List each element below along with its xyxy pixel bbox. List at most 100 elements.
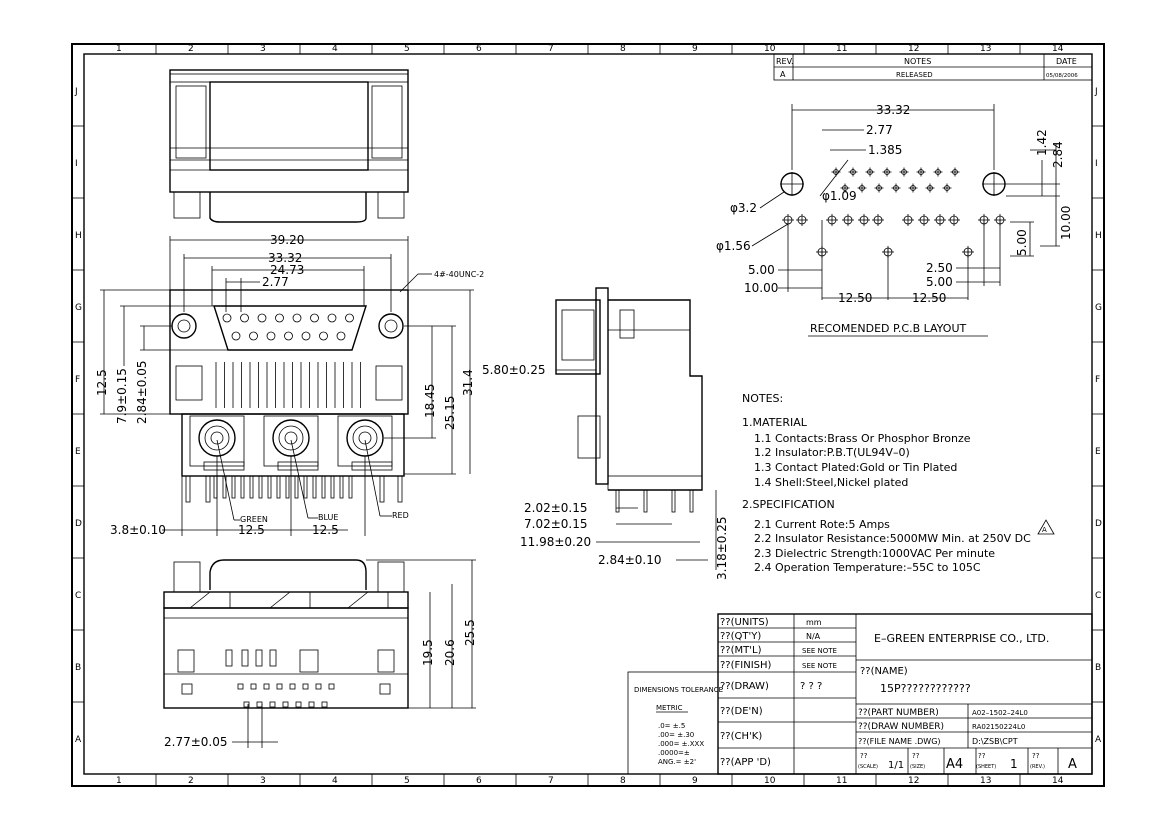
grid-row-label: E — [1095, 447, 1101, 457]
rev-label: (REV.) — [1030, 764, 1045, 770]
dsub-pin — [222, 313, 232, 323]
grid-row-label: A — [1095, 735, 1102, 745]
grid-row-label: B — [75, 663, 81, 673]
company-name: E–GREEN ENTERPRISE CO., LTD. — [874, 632, 1049, 645]
grid-col-label: 13 — [980, 776, 991, 786]
outer-border — [71, 43, 1105, 787]
pcb-leg — [249, 475, 254, 499]
dsub-pin — [327, 313, 337, 323]
spec-3: 2.3 Dielectric Strength:1000VAC Per minu… — [754, 547, 995, 560]
dim-12-5: 12.5 — [95, 369, 109, 396]
rear-pin-dot — [308, 701, 315, 708]
grid-row-label: D — [75, 519, 82, 529]
rear-pin-dot — [295, 701, 302, 708]
dsub-pin — [240, 313, 249, 323]
grid-row-label: C — [75, 591, 81, 601]
rev-value: A — [780, 70, 786, 79]
pcb-dim-2-84: 2.84 — [1051, 141, 1065, 168]
pcb-dim-5-00-c: 5.00 — [1015, 229, 1029, 256]
grid-col-label: 12 — [908, 44, 919, 54]
dim-12-5-a: 12.5 — [238, 523, 265, 537]
size-label: (SIZE) — [910, 764, 925, 770]
dsub-pin — [301, 331, 311, 341]
grid-col-label: 1 — [116, 44, 122, 54]
spec-2: 2.2 Insulator Resistance:5000MW Min. at … — [754, 532, 1031, 545]
revision-triangle-icon — [1037, 519, 1055, 535]
grid-row-label: G — [75, 303, 82, 313]
mtl-value: SEE NOTE — [802, 647, 837, 655]
grid-col-label: 9 — [692, 776, 698, 786]
mount-leg — [397, 475, 403, 503]
rear-contact — [225, 649, 233, 667]
grid-row-label: G — [1095, 303, 1102, 313]
scale-label: (SCALE) — [858, 764, 878, 770]
dim-2-77: 2.77 — [262, 275, 289, 289]
pcb-leg — [276, 475, 281, 499]
grid-row-label: C — [1095, 591, 1101, 601]
grid-row-label: A — [75, 735, 82, 745]
grid-col-label: 6 — [476, 44, 482, 54]
pcb-leg — [240, 475, 245, 499]
rear-pins — [225, 649, 335, 708]
tolerance-title: DIMENSIONS TOLERANCE — [634, 686, 723, 694]
rear-contact — [255, 649, 263, 667]
dim-20-6: 20.6 — [443, 639, 457, 666]
part-number-value: A02–1502–24L0 — [972, 709, 1028, 717]
dim-2-77-rear: 2.77±0.05 — [164, 735, 228, 749]
side-view — [555, 287, 703, 513]
pcb-dim-33-32: 33.32 — [876, 103, 910, 117]
grid-col-label: 13 — [980, 44, 991, 54]
grid-row-label: F — [1095, 375, 1100, 385]
spec-heading: 2.SPECIFICATION — [742, 498, 835, 511]
grid-col-label: 8 — [620, 776, 626, 786]
pcb-dim-2-50: 2.50 — [926, 261, 953, 275]
grid-col-label: 9 — [692, 44, 698, 54]
pcb-leg — [231, 475, 236, 499]
dsub-pin — [284, 331, 293, 341]
mtl-label: ??(MT'L) — [720, 645, 762, 656]
dim-24-73: 24.73 — [270, 263, 304, 277]
pcb-leg — [330, 475, 335, 499]
den-label: ??(DE'N) — [720, 706, 763, 717]
material-1: 1.1 Contacts:Brass Or Phosphor Bronze — [754, 432, 971, 445]
pcb-dim-10-00-a: 10.00 — [744, 281, 778, 295]
dsub-pin — [310, 313, 319, 323]
grid-col-label: 4 — [332, 44, 338, 54]
side-leg — [671, 489, 676, 513]
pcb-leg — [312, 475, 317, 499]
dim-7-02: 7.02±0.15 — [524, 517, 588, 531]
dsub-pin — [319, 331, 328, 341]
spec-1: 2.1 Current Rote:5 Amps — [754, 518, 890, 531]
dsub-pin — [231, 331, 241, 341]
pcb-leg — [321, 475, 326, 499]
label-red: RED — [392, 511, 409, 520]
pcb-phi-1-09: φ1.09 — [822, 189, 857, 203]
grid-row-label: B — [1095, 663, 1101, 673]
grid-col-label: 7 — [548, 776, 554, 786]
pcb-leg — [267, 475, 272, 499]
front-view — [169, 289, 409, 503]
tolerance-1: .0= ±.5 — [658, 722, 685, 730]
material-3: 1.3 Contact Plated:Gold or Tin Plated — [754, 461, 957, 474]
dim-12-5-b: 12.5 — [312, 523, 339, 537]
rear-pin-dot — [282, 701, 289, 708]
pcb-leg — [285, 475, 290, 499]
grid-row-label: J — [74, 87, 78, 97]
tolerance-5: ANG.= ±2' — [658, 758, 696, 766]
dsub-pin — [345, 313, 354, 323]
app-label: ??(APP 'D) — [720, 757, 771, 768]
grid-row-label: H — [1095, 231, 1102, 241]
pcb-leg — [348, 475, 353, 499]
thread-callout: 4#-40UNC-2 — [434, 270, 484, 279]
cooling-fins — [215, 362, 361, 408]
grid-row-label: F — [75, 375, 80, 385]
scale-q: ?? — [860, 752, 868, 760]
spec-4: 2.4 Operation Temperature:–55C to 105C — [754, 561, 981, 574]
grid-col-label: 3 — [260, 776, 266, 786]
grid-col-label: 4 — [332, 776, 338, 786]
grid-row-label: I — [75, 159, 78, 169]
mount-leg — [379, 475, 385, 503]
grid-col-label: 2 — [188, 44, 194, 54]
